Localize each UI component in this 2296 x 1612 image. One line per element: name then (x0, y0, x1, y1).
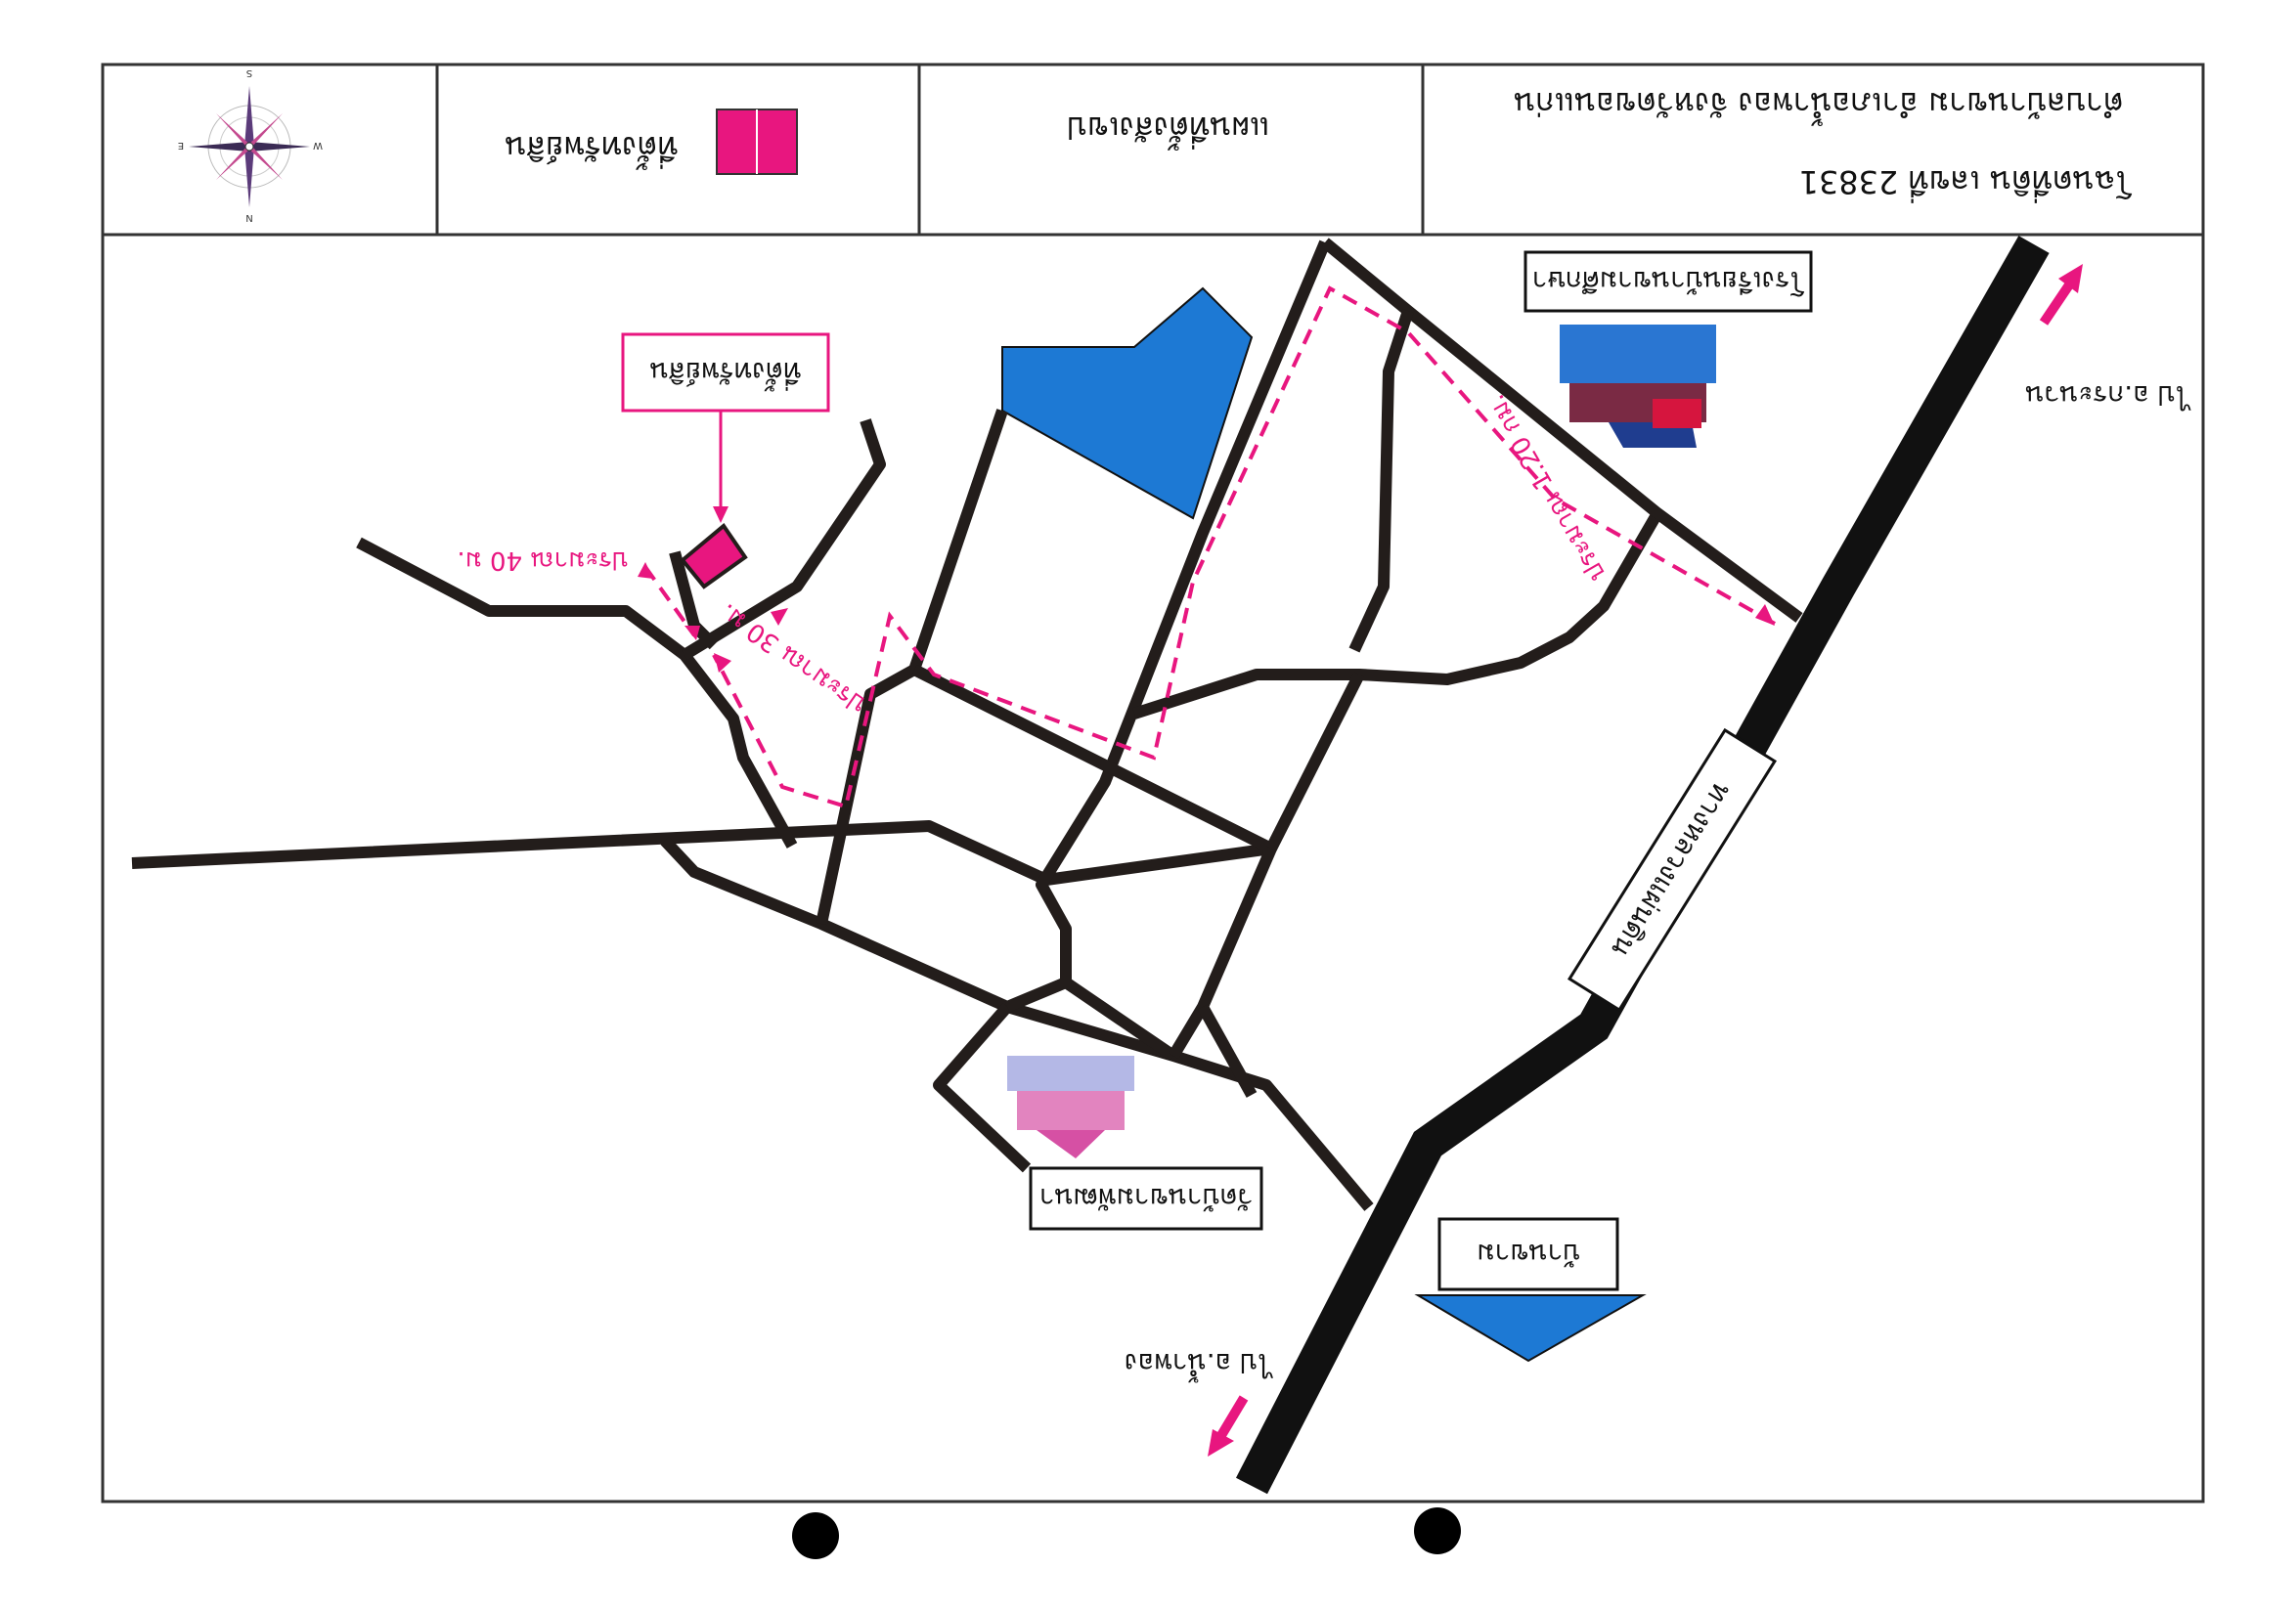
property-parcel (680, 523, 748, 589)
school-label-box (1523, 250, 1813, 313)
water-body-south (1414, 1294, 1647, 1363)
water-body-north (1001, 286, 1254, 520)
property-callout-box (621, 332, 830, 413)
location-line: ตำบลบ้านขาม อำเภอน้ำพอง จังหวัดขอนแก่น (1514, 85, 2124, 126)
temple-icon (1007, 1056, 1134, 1158)
map-caption: แผนที่ตั้งสังเขป (1067, 109, 1269, 151)
school-icon (1560, 325, 1716, 448)
local-roads (131, 238, 1803, 1211)
property-callout-label: ที่ตั้งทรัพย์สิน (650, 356, 802, 392)
highway-label: ทางหลวงแผ่นดิน (1567, 727, 1777, 1013)
compass-rose-icon: N S E W (178, 67, 323, 223)
direction-to-nampong: ไป อ.น้ำพอง (1125, 1347, 1273, 1383)
compass-e: E (178, 140, 184, 151)
deed-line: โฉนดที่ดิน เลขที่ 23831 (1798, 163, 2132, 203)
arrow-to-nampong-icon (1208, 1395, 1249, 1457)
route-dashed-lines (643, 285, 1776, 809)
temple-label-box (1029, 1166, 1263, 1231)
arrow-to-kranuan-icon (2039, 264, 2083, 326)
map-frame (101, 63, 2205, 1503)
binder-hole-left (792, 1512, 839, 1559)
route-arrowheads (638, 562, 1775, 673)
temple-label: วัดบ้านขามพัฒนา (1039, 1182, 1253, 1214)
village-label: บ้านขาม (1477, 1238, 1580, 1270)
compass-w: W (313, 140, 323, 151)
direction-to-kranuan: ไป อ.กระนวน (2025, 379, 2191, 412)
legend-label: ที่ตั้งทรัพย์สิน (505, 129, 678, 170)
school-label: โรงเรียนบ้านขามศึกษา (1532, 265, 1805, 297)
distance-40m: ประมาณ 40 ม. (457, 545, 628, 575)
village-label-box (1437, 1217, 1619, 1291)
compass-n: N (245, 212, 252, 223)
property-callout-arrowhead (713, 506, 729, 523)
compass-s: S (246, 67, 252, 78)
highway-label-text: ทางหลวงแผ่นดิน (1606, 777, 1739, 963)
highway-road (1235, 236, 2050, 1495)
binder-hole-right (1414, 1507, 1461, 1554)
